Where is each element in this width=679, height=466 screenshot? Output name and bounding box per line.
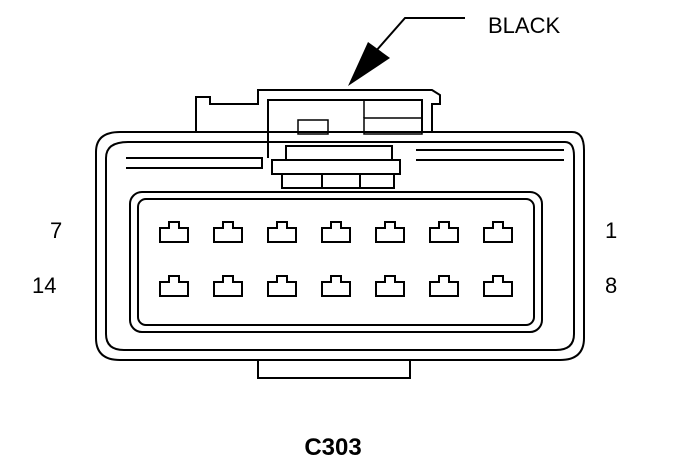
connector-id: C303	[304, 434, 361, 461]
pin-cavity	[129, 191, 543, 333]
pin-terminals	[159, 221, 513, 297]
locking-latch	[126, 89, 564, 189]
pin-terminal	[375, 275, 405, 297]
pin-terminal	[375, 221, 405, 243]
pin-terminal	[267, 275, 297, 297]
connector-housing	[95, 131, 585, 379]
color-leader	[348, 17, 465, 86]
row1-right-label: 1	[605, 218, 617, 243]
color-label: BLACK	[488, 13, 560, 38]
pin-terminal	[213, 221, 243, 243]
row1-left-label: 7	[50, 218, 62, 243]
pin-terminal	[213, 275, 243, 297]
pin-terminal	[321, 275, 351, 297]
pin-terminal	[321, 221, 351, 243]
pin-terminal	[429, 275, 459, 297]
row2-right-label: 8	[605, 273, 617, 298]
pin-terminal	[429, 221, 459, 243]
pin-terminal	[159, 275, 189, 297]
pin-terminal	[267, 221, 297, 243]
row2-left-label: 14	[32, 273, 56, 298]
pin-terminal	[483, 221, 513, 243]
pin-terminal	[483, 275, 513, 297]
pin-terminal	[159, 221, 189, 243]
